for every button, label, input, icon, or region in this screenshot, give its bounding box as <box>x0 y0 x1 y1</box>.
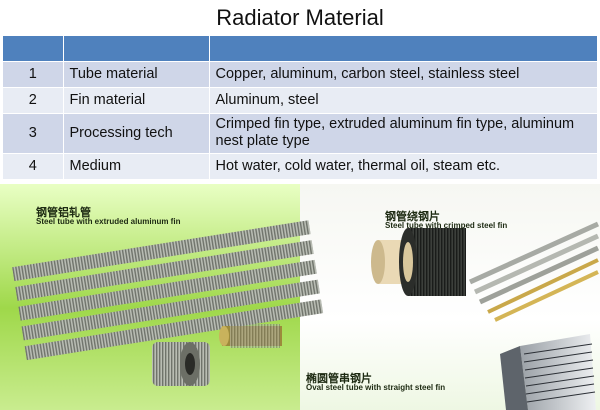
row-value: Crimped fin type, extruded aluminum fin … <box>209 113 598 154</box>
row-name: Tube material <box>63 61 210 88</box>
table-row: 2 Fin material Aluminum, steel <box>3 87 598 114</box>
row-number: 1 <box>3 61 64 88</box>
caption-oval-en: Oval steel tube with straight steel fin <box>306 383 446 392</box>
crimped-fin-tube-photo <box>371 228 466 296</box>
caption-crimped-en: Steel tube with crimped steel fin <box>385 221 508 230</box>
crimped-fin-tube-bundle-photo <box>468 221 600 322</box>
row-number: 4 <box>3 153 64 180</box>
product-photos-illustration <box>12 220 600 410</box>
table-row: 1 Tube material Copper, aluminum, carbon… <box>3 61 598 88</box>
row-value: Aluminum, steel <box>209 87 598 114</box>
caption-extruded-en: Steel tube with extruded aluminum fin <box>36 217 181 226</box>
row-name: Processing tech <box>63 113 210 154</box>
finned-tube-segment-photo <box>152 342 210 386</box>
oval-fin-block-photo <box>500 334 596 410</box>
row-name: Fin material <box>63 87 210 114</box>
gold-fin-tube-photo <box>219 324 282 348</box>
table-row: 4 Medium Hot water, cold water, thermal … <box>3 153 598 180</box>
row-value: Hot water, cold water, thermal oil, stea… <box>209 153 598 180</box>
caption-crimped-cn: 钢管绕钢片 <box>385 211 440 223</box>
caption-extruded-cn: 钢管铝轧管 <box>36 207 91 219</box>
caption-oval-cn: 椭圆管串钢片 <box>306 373 372 385</box>
row-name: Medium <box>63 153 210 180</box>
table-row: 3 Processing tech Crimped fin type, extr… <box>3 113 598 154</box>
table-header-row <box>3 36 598 62</box>
row-number: 2 <box>3 87 64 114</box>
header-cell <box>3 36 64 62</box>
row-value: Copper, aluminum, carbon steel, stainles… <box>209 61 598 88</box>
row-number: 3 <box>3 113 64 154</box>
header-cell <box>209 36 598 62</box>
product-photo-panel: 钢管铝轧管 Steel tube with extruded aluminum … <box>0 184 600 410</box>
header-cell <box>63 36 210 62</box>
extruded-fin-tubes-photo <box>12 220 324 361</box>
material-table: 1 Tube material Copper, aluminum, carbon… <box>3 36 598 180</box>
page-title: Radiator Material <box>216 5 384 30</box>
